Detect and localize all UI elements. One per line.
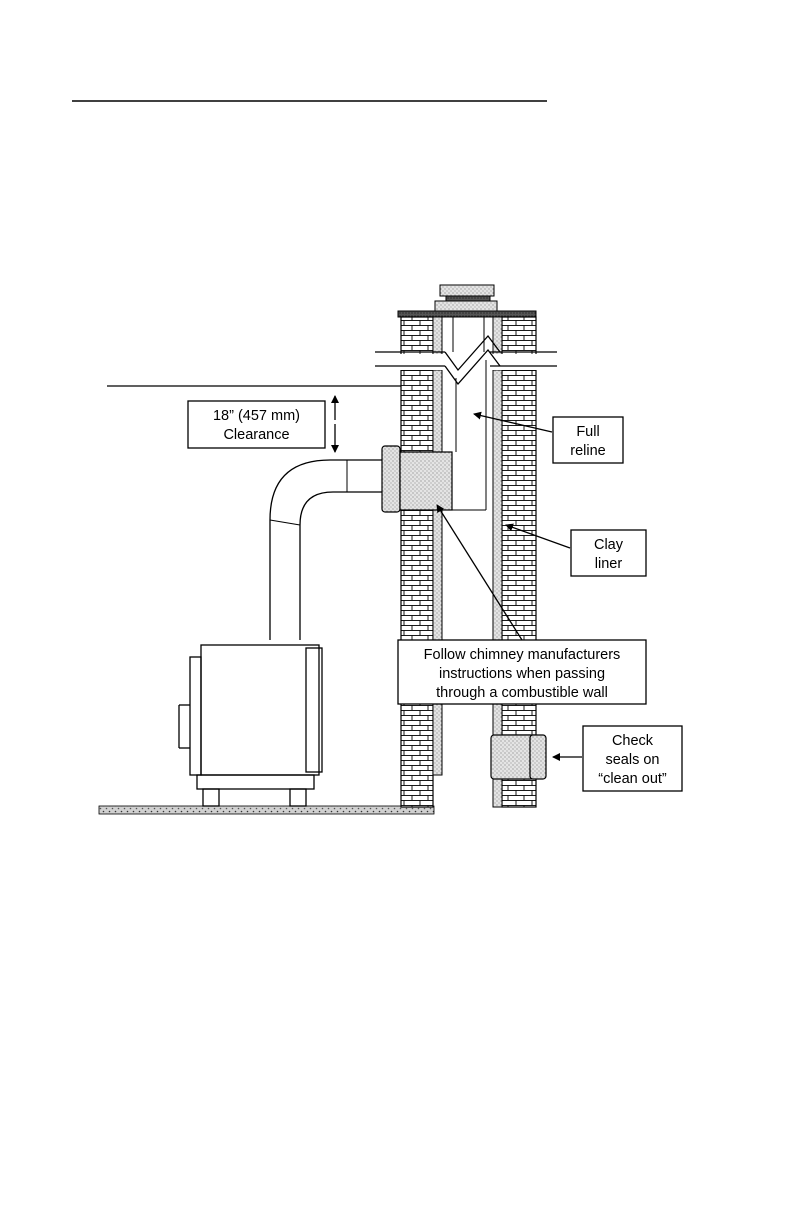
clay-liner-label-line1: Clay — [594, 537, 624, 553]
clearance-label-line1: 18” (457 mm) — [213, 408, 300, 424]
clay-liner-label: Clay liner — [571, 530, 646, 576]
follow-instructions-label: Follow chimney manufacturers instruction… — [398, 640, 646, 704]
floor — [99, 806, 434, 814]
check-seals-line2: seals on — [605, 752, 659, 768]
clean-out-door — [491, 735, 546, 779]
left-chimney-wall — [401, 317, 442, 807]
full-reline-liner — [452, 317, 486, 510]
right-chimney-wall — [493, 317, 536, 807]
clearance-label-line2: Clearance — [223, 427, 289, 443]
check-seals-line3: “clean out” — [598, 771, 667, 787]
follow-instructions-line3: through a combustible wall — [436, 685, 608, 701]
check-seals-line1: Check — [612, 733, 654, 749]
clay-liner-label-line2: liner — [595, 556, 623, 572]
full-reline-label-line2: reline — [570, 443, 605, 459]
check-seals-label: Check seals on “clean out” — [583, 726, 682, 791]
wood-stove — [179, 645, 322, 806]
wall-thimble — [382, 446, 452, 512]
follow-instructions-line1: Follow chimney manufacturers — [424, 647, 621, 663]
full-reline-label-line1: Full — [576, 424, 599, 440]
follow-instructions-line2: instructions when passing — [439, 666, 605, 682]
clearance-label: 18” (457 mm) Clearance — [188, 401, 325, 448]
chimney-cap — [398, 285, 536, 317]
stove-pipe — [270, 460, 382, 640]
full-reline-label: Full reline — [553, 417, 623, 463]
